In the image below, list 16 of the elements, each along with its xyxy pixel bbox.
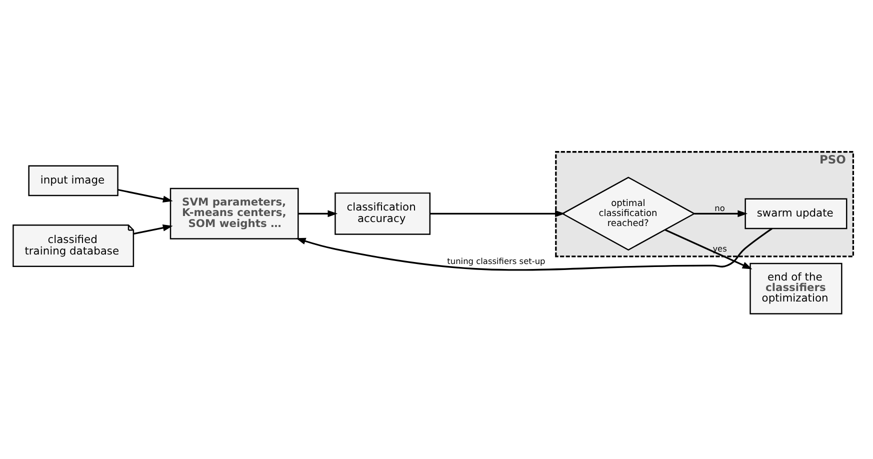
edge-label: no bbox=[714, 203, 725, 214]
arrow bbox=[296, 228, 772, 271]
arrow bbox=[298, 210, 338, 218]
edge-label: tuning classifiers set-up bbox=[447, 256, 546, 266]
arrow bbox=[118, 188, 173, 202]
arrow bbox=[430, 210, 565, 218]
node-box: input image bbox=[28, 165, 118, 196]
arrow bbox=[133, 224, 173, 235]
arrow bbox=[664, 229, 752, 270]
node-box: classification accuracy bbox=[334, 192, 431, 235]
edge-label: yes bbox=[712, 244, 727, 254]
arrow bbox=[694, 210, 748, 218]
node-diamond: optimal classification reached? bbox=[561, 176, 696, 251]
node-box: SVM parameters, K-means centers, SOM weights … bbox=[170, 188, 299, 240]
node-box: swarm update bbox=[744, 198, 848, 230]
node-box: end of the classifiers optimization bbox=[750, 262, 842, 314]
